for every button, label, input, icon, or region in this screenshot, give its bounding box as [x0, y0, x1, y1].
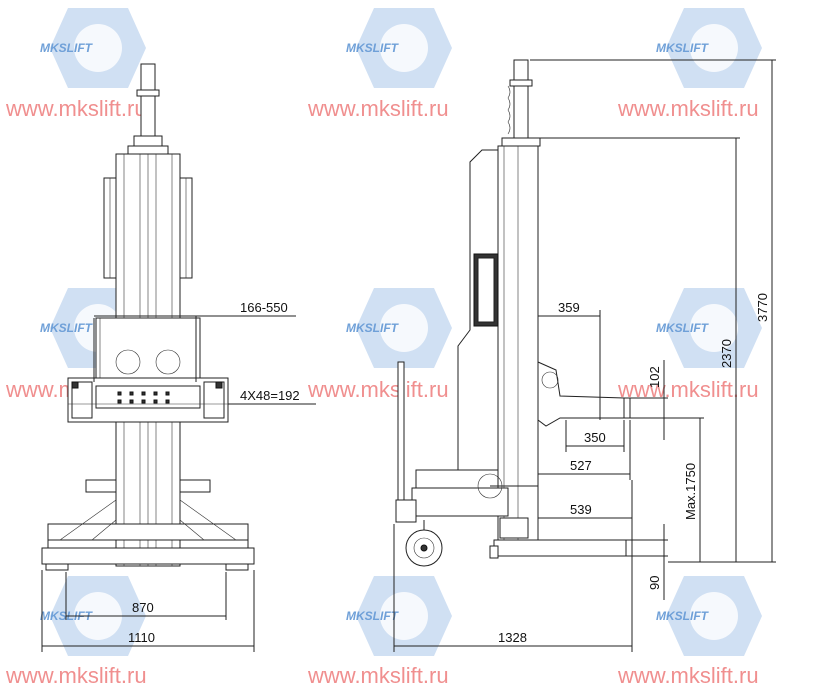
- watermark-logo: MKSLIFT: [40, 8, 146, 88]
- dim-column-height: 2370: [719, 339, 734, 368]
- watermark-text: www.mkslift.ru: [307, 96, 449, 121]
- watermark-logo: MKSLIFT: [346, 576, 452, 656]
- front-dimensions: 166-550 4X48=192 870 1110: [41, 300, 316, 652]
- watermark-text: www.mkslift.ru: [307, 663, 449, 688]
- watermark-text: www.mkslift.ru: [5, 663, 147, 688]
- dim-fork-range: 166-550: [240, 300, 288, 315]
- dim-reach-527: 527: [570, 458, 592, 473]
- svg-text:MKSLIFT: MKSLIFT: [656, 609, 710, 623]
- base: [493, 539, 631, 557]
- front-view: [41, 63, 255, 571]
- fork-holes: [117, 391, 170, 404]
- watermark-logo: MKSLIFT: [656, 8, 762, 88]
- svg-text:MKSLIFT: MKSLIFT: [40, 41, 94, 55]
- dim-fork-spacing: 4X48=192: [240, 388, 300, 403]
- dim-total-height: 3770: [755, 293, 770, 322]
- side-dimensions: 359 350 527 539 1328 102 90 Max.1750: [393, 59, 776, 652]
- svg-text:MKSLIFT: MKSLIFT: [656, 321, 710, 335]
- dim-base-width: 1110: [128, 630, 155, 645]
- dim-arm-length: 350: [584, 430, 606, 445]
- dim-base-inner: 870: [132, 600, 154, 615]
- dim-length-total: 1328: [498, 630, 527, 645]
- dim-reach-539: 539: [570, 502, 592, 517]
- dim-reach-359: 359: [558, 300, 580, 315]
- watermark-logo: MKSLIFT: [656, 288, 762, 368]
- svg-text:MKSLIFT: MKSLIFT: [40, 321, 94, 335]
- base: [41, 547, 255, 565]
- svg-text:MKSLIFT: MKSLIFT: [656, 41, 710, 55]
- watermark-text: www.mkslift.ru: [617, 663, 759, 688]
- watermark-text: www.mkslift.ru: [5, 96, 147, 121]
- handle-right: [179, 479, 211, 493]
- dim-base-height: 90: [647, 576, 662, 590]
- handle-left: [85, 479, 117, 493]
- watermark-logo: MKSLIFT: [656, 576, 762, 656]
- svg-text:MKSLIFT: MKSLIFT: [346, 321, 400, 335]
- watermark-layer: MKSLIFT MKSLIFT MKSLIFT MKSLIFT MKSLIFT …: [5, 8, 762, 688]
- dim-fork-height: 102: [647, 366, 662, 388]
- svg-text:MKSLIFT: MKSLIFT: [346, 41, 400, 55]
- svg-text:MKSLIFT: MKSLIFT: [346, 609, 400, 623]
- watermark-logo: MKSLIFT: [346, 288, 452, 368]
- watermark-text: www.mkslift.ru: [307, 377, 449, 402]
- side-view: [395, 59, 633, 567]
- cylinder-rod: [513, 59, 529, 81]
- dim-max-lift: Max.1750: [683, 463, 698, 520]
- watermark-logo: MKSLIFT: [346, 8, 452, 88]
- hydraulic-unit: [411, 487, 509, 517]
- watermark-text: www.mkslift.ru: [617, 96, 759, 121]
- lifting-arm: [537, 361, 627, 427]
- cylinder-rod: [140, 63, 156, 93]
- tow-handle: [397, 361, 405, 513]
